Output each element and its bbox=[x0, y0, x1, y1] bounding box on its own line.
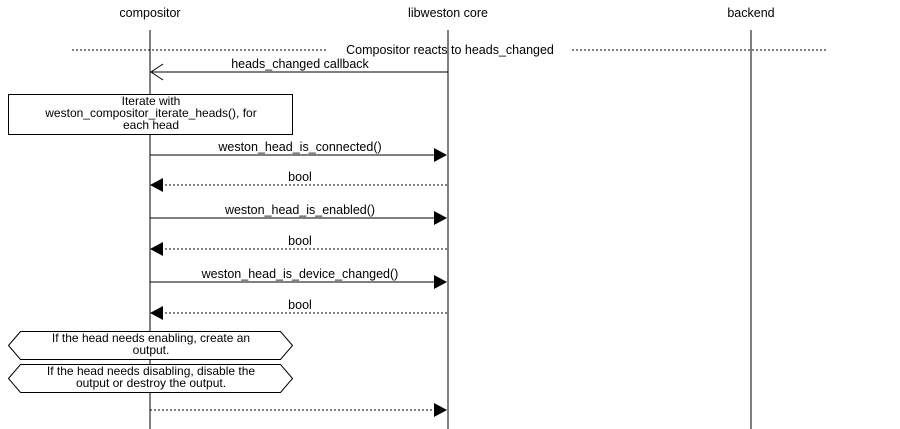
condition-hexagon-1 bbox=[7, 331, 294, 360]
arrowhead-open-left-0 bbox=[150, 63, 164, 81]
arrowhead-filled-left-2 bbox=[150, 178, 163, 192]
message-label-5: weston_head_is_device_changed() bbox=[201, 267, 399, 281]
message-weston-head-is-device-changed: weston_head_is_device_changed() bbox=[150, 267, 447, 289]
condition-2-line-2: output or destroy the output. bbox=[76, 376, 226, 390]
message-label-6: bool bbox=[288, 298, 312, 312]
note-line-1: Iterate with bbox=[122, 94, 181, 108]
message-label-4: bool bbox=[288, 234, 312, 248]
arrowhead-filled-left-4 bbox=[150, 242, 163, 256]
participant-label-compositor: compositor bbox=[119, 6, 180, 20]
condition-disable-head: If the head needs disabling, disable the… bbox=[7, 364, 294, 393]
condition-1-line-2: output. bbox=[133, 343, 170, 357]
condition-2-line-1: If the head needs disabling, disable the bbox=[47, 364, 255, 378]
participant-label-libweston-core: libweston core bbox=[408, 6, 488, 20]
message-weston-head-is-enabled: weston_head_is_enabled() bbox=[150, 203, 447, 225]
separator-label: Compositor reacts to heads_changed bbox=[346, 43, 554, 57]
participant-backend[interactable]: backend bbox=[727, 6, 775, 429]
message-label-2: bool bbox=[288, 170, 312, 184]
message-bool-device-changed: bool bbox=[150, 298, 448, 320]
condition-1-line-1: If the head needs enabling, create an bbox=[52, 331, 250, 345]
participant-label-backend: backend bbox=[727, 6, 774, 20]
arrowhead-filled-right-5 bbox=[434, 275, 447, 289]
message-bool-connected: bool bbox=[150, 170, 448, 192]
arrowhead-filled-left-6 bbox=[150, 306, 163, 320]
message-heads-changed-callback: heads_changed callback bbox=[150, 57, 448, 81]
note-box-rect bbox=[8, 94, 293, 135]
participant-libweston-core[interactable]: libweston core bbox=[408, 6, 488, 429]
message-final-return bbox=[150, 403, 447, 417]
note-iterate-heads: Iterate with weston_compositor_iterate_h… bbox=[8, 94, 293, 135]
separator-heads-changed: Compositor reacts to heads_changed bbox=[72, 43, 826, 57]
message-label-1: weston_head_is_connected() bbox=[217, 140, 381, 154]
note-line-2: weston_compositor_iterate_heads(), for bbox=[44, 106, 256, 120]
condition-hexagon-2 bbox=[7, 364, 294, 393]
note-line-3: each head bbox=[123, 118, 179, 132]
condition-enable-head: If the head needs enabling, create an ou… bbox=[7, 331, 294, 360]
message-label-0: heads_changed callback bbox=[231, 57, 369, 71]
arrowhead-filled-right-3 bbox=[434, 211, 447, 225]
arrowhead-filled-right-7 bbox=[434, 403, 447, 417]
arrowhead-filled-right-1 bbox=[434, 148, 447, 162]
message-label-3: weston_head_is_enabled() bbox=[224, 203, 375, 217]
message-weston-head-is-connected: weston_head_is_connected() bbox=[150, 140, 447, 162]
message-bool-enabled: bool bbox=[150, 234, 448, 256]
